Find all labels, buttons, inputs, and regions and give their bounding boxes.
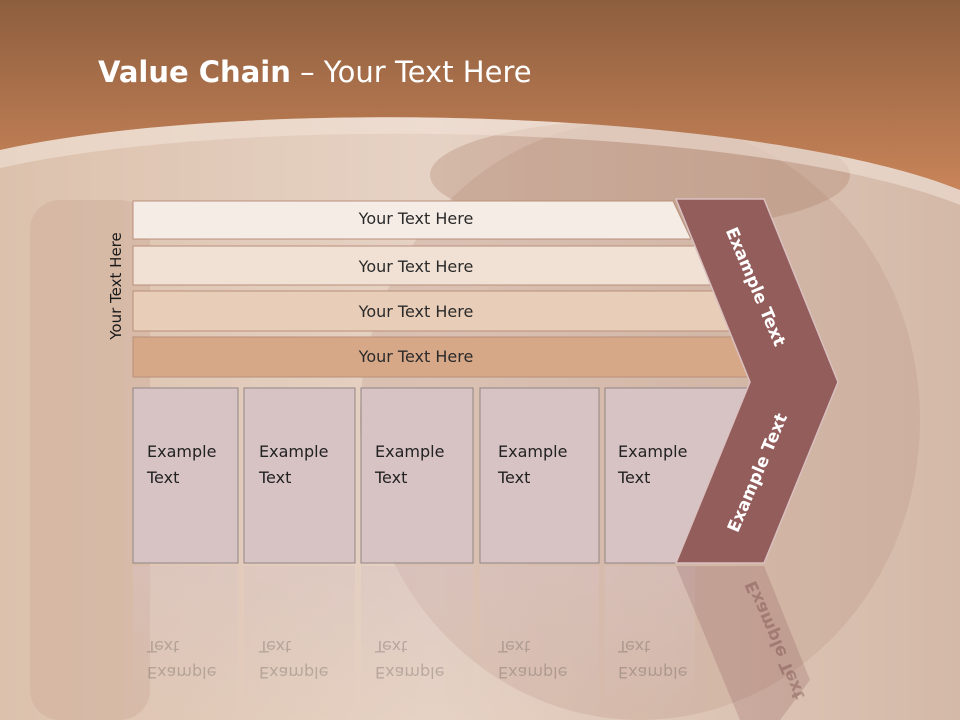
cell-3-line2: Text xyxy=(375,468,408,487)
bar-3-text: Your Text Here xyxy=(358,302,474,321)
cell-4 xyxy=(479,387,600,564)
cell-2-line1: Example xyxy=(259,442,329,461)
cell-5-line2: Text xyxy=(618,468,651,487)
bar-4-text: Your Text Here xyxy=(358,347,474,366)
page-title: Value Chain – Your Text Here xyxy=(98,55,532,89)
cell-1 xyxy=(132,387,239,564)
bar-2-text: Your Text Here xyxy=(358,257,474,276)
cell-1-line2: Text xyxy=(147,468,180,487)
bar-1 xyxy=(132,200,692,240)
chevron-arrow xyxy=(674,198,839,564)
cell-3 xyxy=(360,387,474,564)
cell-2 xyxy=(243,387,356,564)
cell-2-line2: Text xyxy=(259,468,292,487)
bar-1-text: Your Text Here xyxy=(358,209,474,228)
cell-5-line1: Example xyxy=(618,442,688,461)
title-rest: – Your Text Here xyxy=(290,55,532,89)
title-bold: Value Chain xyxy=(98,55,291,89)
cell-4-line1: Example xyxy=(498,442,568,461)
cell-3-line1: Example xyxy=(375,442,445,461)
cell-1-line1: Example xyxy=(147,442,217,461)
vertical-label: Your Text Here xyxy=(107,232,125,340)
cell-4-line2: Text xyxy=(498,468,531,487)
